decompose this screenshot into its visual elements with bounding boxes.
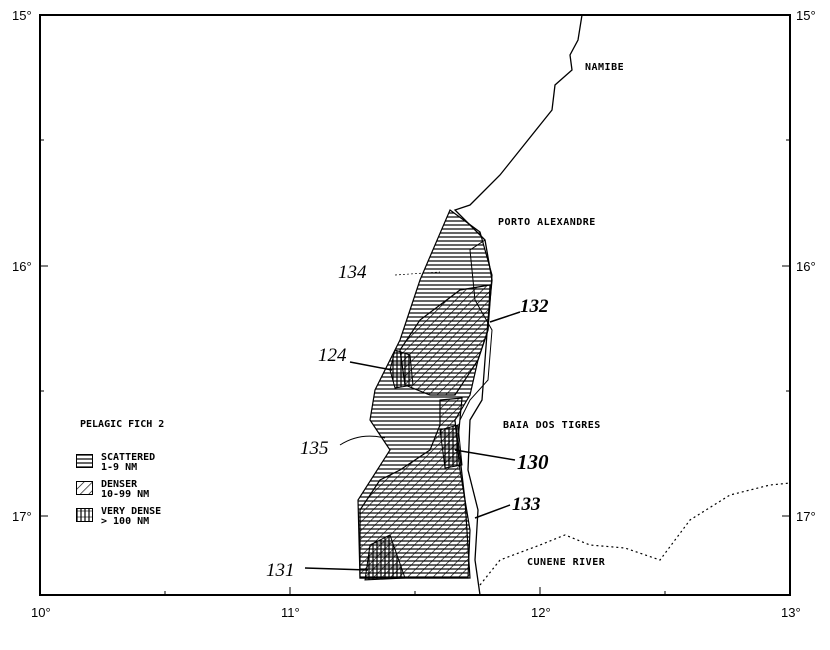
lat-tick-left: 16° <box>12 259 32 274</box>
legend-label: VERY DENSE <box>101 506 162 517</box>
annotation-132: 132 <box>520 296 549 317</box>
lon-tick: 10° <box>31 605 51 620</box>
legend-swatch-scattered <box>76 454 93 468</box>
legend-range: 1-9 NM <box>101 462 138 473</box>
lon-tick: 12° <box>531 605 551 620</box>
annotation-130: 130 <box>517 450 549 474</box>
legend-title: PELAGIC FICH 2 <box>80 419 165 430</box>
legend-label: SCATTERED <box>101 452 156 463</box>
zone-denser-north <box>399 284 491 396</box>
legend-swatch-very-dense <box>76 508 93 522</box>
lon-tick: 13° <box>781 605 801 620</box>
lat-tick-left: 17° <box>12 509 32 524</box>
lat-tick-right: 15° <box>796 8 816 23</box>
annotation-135: 135 <box>300 438 329 459</box>
annotation-131: 131 <box>266 560 295 581</box>
zone-very-dense-2 <box>439 424 463 469</box>
coastline <box>453 14 583 596</box>
lat-tick-right: 16° <box>796 259 816 274</box>
place-porto-alexandre: PORTO ALEXANDRE <box>498 217 596 228</box>
lon-tick: 11° <box>281 605 300 620</box>
annotation-124: 124 <box>318 345 347 366</box>
lat-tick-left: 15° <box>12 8 32 23</box>
zone-very-dense-3 <box>364 534 406 581</box>
lat-tick-right: 17° <box>796 509 816 524</box>
legend-range: 10-99 NM <box>101 489 150 500</box>
place-cunene-river: CUNENE RIVER <box>527 557 606 568</box>
cunene-river <box>479 482 791 586</box>
legend-range: > 100 NM <box>101 516 150 527</box>
place-namibe: NAMIBE <box>585 62 625 73</box>
annotation-134: 134 <box>338 262 367 283</box>
zone-very-dense-1 <box>389 349 414 389</box>
annotation-133: 133 <box>512 494 541 515</box>
legend-label: DENSER <box>101 479 138 490</box>
place-baia-dos-tigres: BAIA DOS TIGRES <box>503 420 601 431</box>
legend-swatch-denser <box>76 481 93 495</box>
